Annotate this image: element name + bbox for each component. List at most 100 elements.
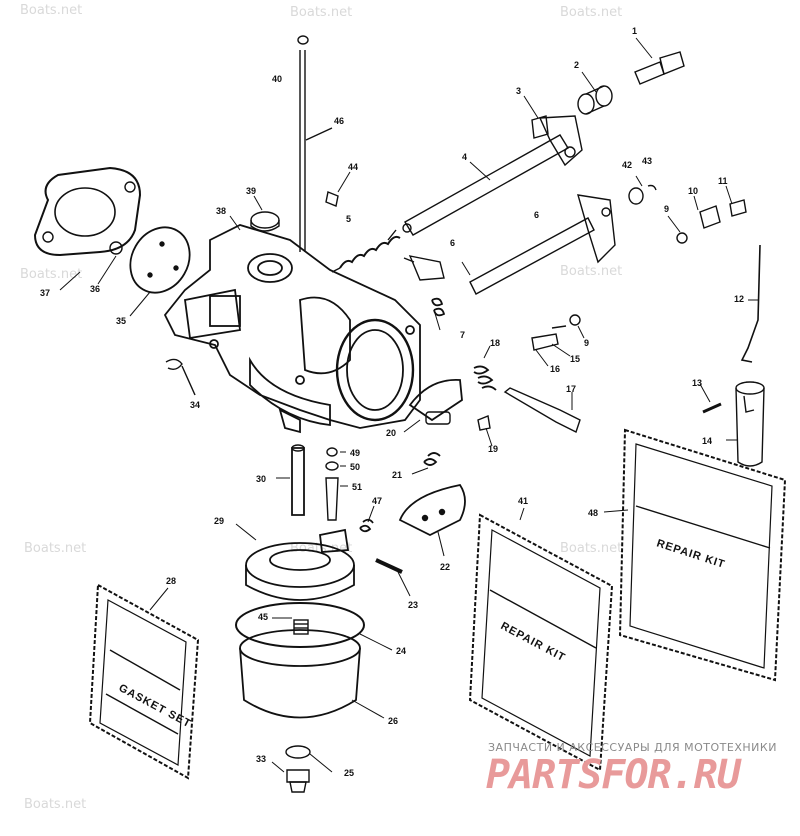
callout-20: 20 — [386, 428, 396, 438]
callout-6-shaft: 6 — [534, 210, 539, 220]
screw-6 — [403, 257, 415, 263]
screw-1 — [634, 51, 685, 85]
callout-35: 35 — [116, 316, 126, 326]
callout-28: 28 — [166, 576, 176, 586]
clip-15 — [551, 325, 567, 329]
kit-envelope-28 — [88, 583, 200, 780]
plug-40 — [297, 35, 309, 45]
callout-6: 6 — [450, 238, 455, 248]
callout-36: 36 — [90, 284, 100, 294]
float-bowl-26 — [239, 629, 361, 719]
callout-33: 33 — [256, 754, 266, 764]
leader-line — [181, 365, 196, 396]
callout-9: 9 — [664, 204, 669, 214]
rod-46 — [299, 50, 306, 252]
cylinder-14 — [735, 381, 765, 467]
float-29 — [245, 528, 355, 601]
callout-11: 11 — [718, 176, 728, 186]
callout-49: 49 — [350, 448, 360, 458]
repair-kit-label-b: REPAIR KIT — [655, 537, 727, 571]
callout-5: 5 — [346, 214, 351, 224]
shaft-4 — [402, 115, 583, 236]
kit-labels: GASKET SET REPAIR KIT REPAIR KIT — [117, 537, 727, 730]
washer-49 — [326, 447, 338, 457]
callout-44: 44 — [348, 162, 358, 172]
washer-42 — [628, 187, 644, 205]
carburetor-body-38 — [163, 224, 421, 434]
bracket-6 — [408, 255, 445, 281]
shaft-8 — [469, 194, 616, 295]
needle-17 — [503, 387, 581, 433]
callout-22: 22 — [440, 562, 450, 572]
washer-25 — [285, 745, 311, 759]
screw-36 — [109, 241, 123, 255]
cap-39-side — [250, 220, 280, 232]
watermark-text: Boats.net — [560, 264, 622, 279]
spring-21 — [423, 452, 441, 466]
clip-43 — [647, 184, 657, 191]
callout-12: 12 — [734, 294, 744, 304]
callout-45: 45 — [258, 612, 268, 622]
plate-35 — [129, 226, 191, 294]
callout-13: 13 — [692, 378, 702, 388]
callout-24: 24 — [396, 646, 406, 656]
needle-51 — [325, 477, 339, 521]
callout-40: 40 — [272, 74, 282, 84]
lever-22 — [398, 483, 466, 537]
brand-logo: PARTSFOR.RU — [486, 752, 741, 798]
callout-19: 19 — [488, 444, 498, 454]
spring-18 — [473, 365, 497, 391]
spring-47 — [359, 518, 374, 533]
watermark-text: Boats.net — [20, 3, 82, 18]
parts-drawing — [33, 35, 787, 793]
leader-lines — [59, 37, 758, 773]
callout-17: 17 — [566, 384, 576, 394]
kit-envelope-41 — [468, 513, 614, 772]
plug-33 — [286, 769, 310, 793]
callout-29: 29 — [214, 516, 224, 526]
cap-39 — [250, 211, 280, 229]
brand-tagline: ЗАПЧАСТИ И АКСЕССУАРЫ ДЛЯ МОТОТЕХНИКИ — [488, 741, 777, 754]
callout-51: 51 — [352, 482, 362, 492]
callout-26: 26 — [388, 716, 398, 726]
watermark-text: Boats.net — [560, 541, 622, 556]
watermark-text: Boats.net — [560, 5, 622, 20]
callout-30: 30 — [256, 474, 266, 484]
screw-44 — [325, 191, 339, 207]
callout-16: 16 — [550, 364, 560, 374]
callout-42: 42 — [622, 160, 632, 170]
callout-15: 15 — [570, 354, 580, 364]
spring-7 — [431, 297, 446, 317]
watermark-text: Boats.net — [24, 541, 86, 556]
gasket-37 — [33, 166, 142, 257]
pin-13 — [702, 402, 722, 414]
callout-9b: 9 — [584, 338, 589, 348]
watermark-text: Boats.net — [24, 797, 86, 812]
wire-12 — [740, 244, 761, 363]
pin-16 — [531, 333, 559, 351]
callout-4: 4 — [462, 152, 467, 162]
choke-plate-20 — [408, 379, 463, 425]
watermark-text: Boats.net — [290, 5, 352, 20]
callout-34: 34 — [190, 400, 200, 410]
clip-34 — [165, 358, 183, 371]
leader-line — [305, 127, 333, 141]
screw-19 — [477, 415, 491, 431]
callout-1: 1 — [632, 26, 637, 36]
callout-14: 14 — [702, 436, 712, 446]
part-3 — [531, 115, 549, 139]
callout-7: 7 — [460, 330, 465, 340]
callout-21: 21 — [392, 470, 402, 480]
callout-41: 41 — [518, 496, 528, 506]
part-number-callouts: 1 2 3 4 42 43 10 11 9 6 44 39 38 40 46 5… — [40, 26, 744, 778]
callout-50: 50 — [350, 462, 360, 472]
callout-43: 43 — [642, 156, 652, 166]
callout-48: 48 — [588, 508, 598, 518]
spring-5 — [339, 235, 401, 269]
callout-37: 37 — [40, 288, 50, 298]
spring-5-ends — [331, 229, 397, 273]
washer-9b — [569, 314, 581, 326]
jet-45 — [293, 619, 309, 635]
callout-23: 23 — [408, 600, 418, 610]
